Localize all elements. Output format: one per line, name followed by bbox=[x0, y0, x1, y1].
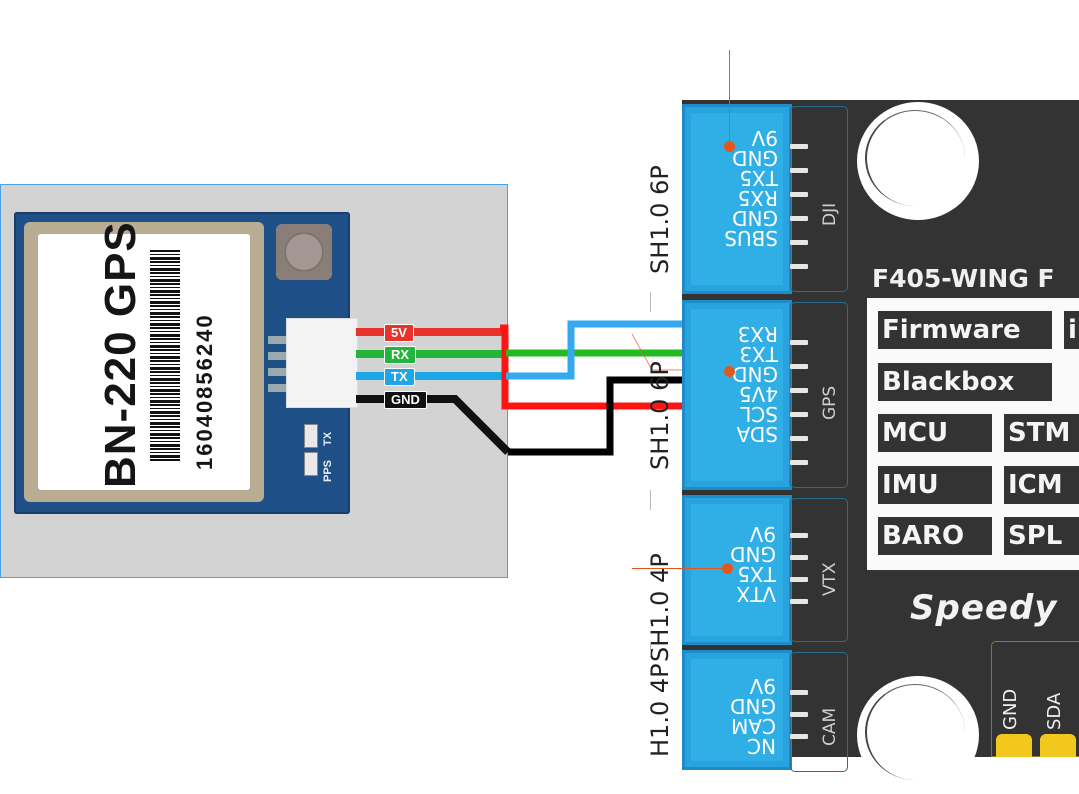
connector-cam-pins: NC CAM GND 9V bbox=[716, 674, 776, 758]
mount-hole-icon bbox=[857, 102, 979, 220]
wire-label-rx: RX bbox=[384, 346, 417, 364]
pin-tab bbox=[268, 384, 286, 392]
solder-pad-sda bbox=[1040, 734, 1076, 757]
pin-label: GND bbox=[732, 146, 778, 170]
spec-value-imu: ICM bbox=[1004, 466, 1079, 504]
brand-logo: Speedy bbox=[910, 588, 1058, 628]
pin-label: 9V bbox=[749, 674, 776, 698]
pps-led bbox=[304, 452, 318, 476]
wire-black-gnd-to-gnd bbox=[508, 376, 684, 456]
port-outline-gps bbox=[790, 302, 848, 488]
annotation-dot-gps bbox=[724, 366, 735, 377]
pin-label: VTX bbox=[736, 582, 776, 606]
port-name-gps: GPS bbox=[820, 385, 840, 420]
pin-tab bbox=[268, 336, 286, 344]
pin-label: SBUS bbox=[724, 226, 778, 250]
divider bbox=[650, 642, 651, 656]
annotation-line-vtx bbox=[632, 568, 730, 569]
spec-key-mcu: MCU bbox=[878, 414, 992, 452]
pin-label: RX5 bbox=[737, 186, 778, 210]
spec-value-firmware: i bbox=[1064, 311, 1079, 349]
port-outline-vtx bbox=[790, 498, 848, 642]
pin-label: NC bbox=[747, 734, 776, 758]
spec-key-blackbox: Blackbox bbox=[878, 363, 1052, 401]
connector-size-dji: SH1.0 6P bbox=[646, 165, 674, 274]
gps-pin-tabs bbox=[790, 300, 812, 490]
port-name-dji: DJI bbox=[820, 202, 840, 226]
pin-label: 9V bbox=[751, 126, 778, 150]
pin-label: GND bbox=[730, 542, 776, 566]
pin-label: 4V5 bbox=[738, 382, 778, 406]
divider bbox=[650, 292, 651, 312]
port-name-vtx: VTX bbox=[820, 562, 840, 596]
gps-sticker bbox=[38, 234, 250, 490]
connector-gps bbox=[682, 300, 792, 490]
pin-tab bbox=[268, 368, 286, 376]
wire-blue-tx-to-rx3 bbox=[506, 320, 682, 380]
connector-gps-pins: SDA SCL 4V5 GND TX3 RX3 bbox=[708, 322, 778, 446]
wire-label-tx: TX bbox=[384, 368, 415, 386]
wire-label-gnd: GND bbox=[384, 391, 427, 409]
cam-pin-tabs bbox=[790, 650, 812, 757]
divider bbox=[650, 490, 651, 510]
annotation-dot-vtx bbox=[722, 563, 733, 574]
wire-label-5v: 5V bbox=[384, 324, 414, 342]
pin-label: GND bbox=[730, 694, 776, 718]
gps-jst-connector bbox=[286, 318, 358, 408]
connector-size-cam: H1.0 4P bbox=[646, 663, 674, 757]
tx-led bbox=[304, 424, 318, 448]
annotation-dot-dji bbox=[724, 141, 735, 152]
pin-label: SCL bbox=[740, 402, 778, 426]
mount-hole-icon bbox=[857, 676, 979, 794]
port-outline-dji bbox=[790, 106, 848, 292]
pin-label: GND bbox=[732, 206, 778, 230]
annotation-line-dji bbox=[729, 50, 730, 146]
pin-label: SDA bbox=[736, 422, 778, 446]
pin-label: TX3 bbox=[739, 342, 778, 366]
pin-label: CAM bbox=[731, 714, 776, 738]
dji-pin-tabs bbox=[790, 104, 812, 294]
fc-title: F405-WING F bbox=[872, 264, 1055, 293]
pin-label: TX5 bbox=[739, 166, 778, 190]
port-name-cam: CAM bbox=[820, 707, 840, 746]
pin-label: RX3 bbox=[737, 322, 778, 346]
vtx-pin-tabs bbox=[790, 495, 812, 645]
compass-disc-icon bbox=[284, 232, 324, 272]
spec-key-imu: IMU bbox=[878, 466, 992, 504]
pin-label: GND bbox=[732, 362, 778, 386]
pin-tab bbox=[268, 352, 286, 360]
connector-size-gps: SH1.0 6P bbox=[646, 361, 674, 470]
connector-dji-pins: SBUS GND RX5 TX5 GND 9V bbox=[708, 126, 778, 250]
i2c-label-gnd: GND bbox=[1000, 688, 1021, 730]
spec-value-baro: SPL bbox=[1004, 517, 1079, 555]
connector-vtx bbox=[682, 495, 792, 645]
solder-pad-gnd bbox=[996, 734, 1032, 757]
wire-gnd-gps bbox=[356, 395, 511, 455]
spec-key-baro: BARO bbox=[878, 517, 992, 555]
wire-red-5v-to-4v5 bbox=[500, 324, 682, 410]
i2c-label-sda: SDA bbox=[1044, 692, 1065, 730]
spec-value-mcu: STM bbox=[1004, 414, 1079, 452]
pin-label: 9V bbox=[749, 522, 776, 546]
connector-cam bbox=[682, 650, 792, 770]
barcode-icon bbox=[150, 250, 180, 462]
spec-key-firmware: Firmware bbox=[878, 311, 1052, 349]
